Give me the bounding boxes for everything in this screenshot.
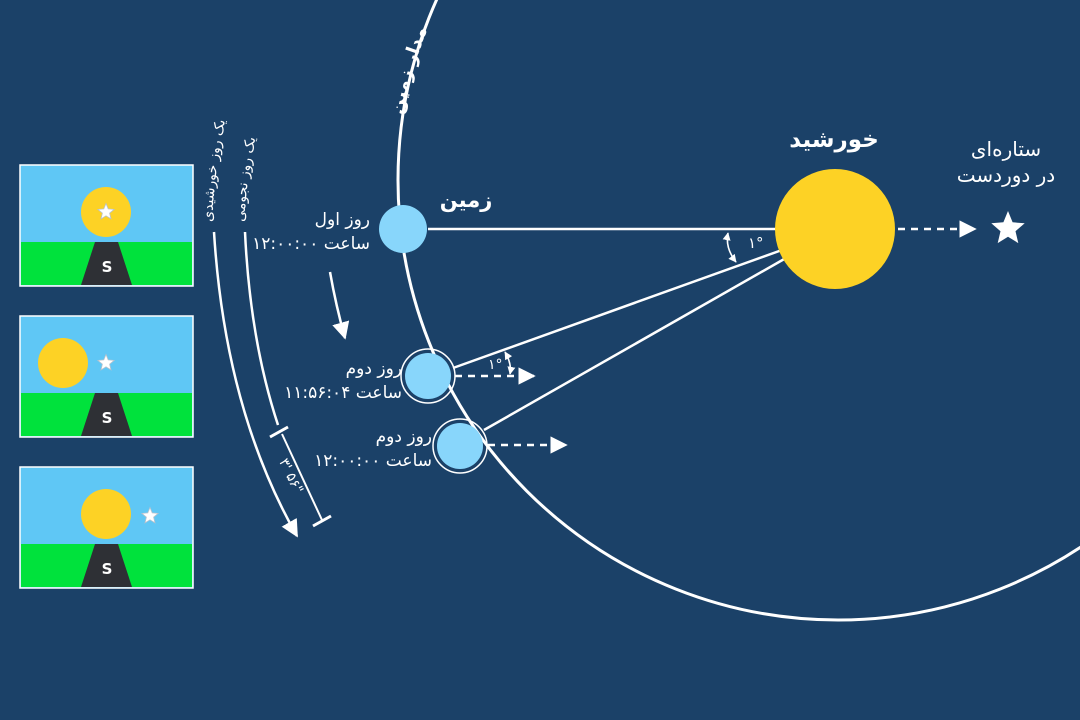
day2a-title: روز دوم xyxy=(346,359,402,379)
sky-panel-2: S xyxy=(19,315,194,438)
angle-label-earth: ۱° xyxy=(488,357,503,373)
panel-star-icon xyxy=(96,353,116,371)
earth-day2b-ring xyxy=(432,418,488,474)
earth-label: زمین xyxy=(440,188,493,212)
panel-star-icon xyxy=(96,202,116,220)
day1-time: ساعت ۱۲:۰۰:۰۰ xyxy=(252,234,370,254)
road-letter: S xyxy=(102,560,113,578)
panel-sun xyxy=(38,338,88,388)
sky-panel-3: S xyxy=(19,466,194,589)
sidereal-day-label: یک روز نجومی xyxy=(232,135,259,222)
road xyxy=(81,544,132,587)
day2b-time: ساعت ۱۲:۰۰:۰۰ xyxy=(314,451,432,471)
day2a-time: ساعت ۱۱:۵۶:۰۴ xyxy=(284,383,402,403)
orbit-motion-arrow xyxy=(328,271,350,340)
sky-panel-1: S xyxy=(19,164,194,287)
sun xyxy=(775,169,895,289)
sun-earth-line-day2a xyxy=(452,248,783,370)
distant-star-label-line2: در دوردست xyxy=(957,163,1055,187)
angle-arc-earth xyxy=(504,351,516,375)
road xyxy=(81,393,132,436)
sidereal-day-arc xyxy=(243,231,280,426)
time-difference-bracket xyxy=(281,433,323,521)
panel-star-icon xyxy=(140,506,160,524)
orbit-label: مدار زمین xyxy=(386,24,432,117)
road-letter: S xyxy=(102,409,113,427)
panel-sun xyxy=(81,489,131,539)
angle-arc-sun xyxy=(722,232,737,263)
sky-view-panels: S S S xyxy=(19,164,194,589)
earth-orbit xyxy=(396,0,1080,622)
time-difference-end-tick xyxy=(312,514,332,528)
earth-day1 xyxy=(379,205,427,253)
earth-day2a xyxy=(405,353,451,399)
sun-earth-line-day2b xyxy=(483,256,787,432)
road xyxy=(81,242,132,285)
distant-star-icon xyxy=(991,211,1025,244)
sidereal-day-tick xyxy=(269,425,289,439)
earth-day2b xyxy=(437,423,483,469)
angle-label-sun: ۱° xyxy=(748,234,764,252)
solar-day-label: یک روز خورشیدی xyxy=(200,118,229,222)
day1-title: روز اول xyxy=(315,210,370,230)
road-letter: S xyxy=(102,258,113,276)
solar-day-arc xyxy=(212,231,299,538)
distant-star-label-line1: ستاره‌ای xyxy=(971,137,1041,161)
sun-label: خورشید xyxy=(789,127,879,153)
day2b-title: روز دوم xyxy=(376,427,432,447)
